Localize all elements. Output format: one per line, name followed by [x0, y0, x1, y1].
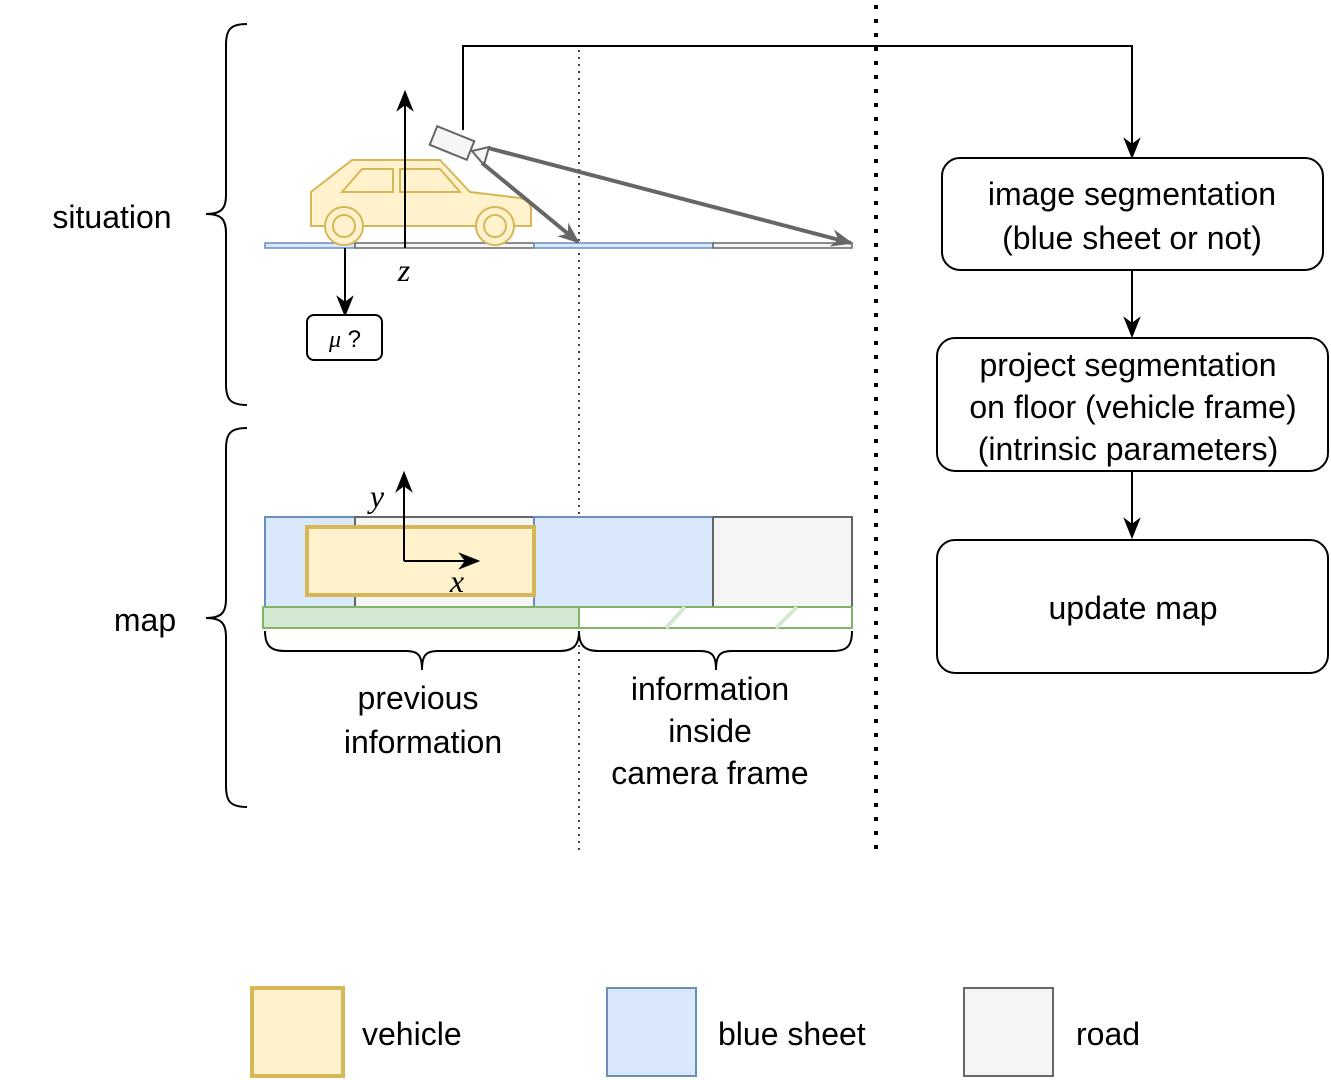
camera-ray-far [487, 146, 854, 247]
friction-label: μ ? [328, 326, 361, 353]
y-axis-label: y [367, 478, 385, 514]
legend-vehicle-swatch [250, 986, 345, 1078]
camera-icon [428, 124, 491, 168]
camera-info-hatch [774, 605, 799, 630]
projection-label-3: (intrinsic parameters) [978, 431, 1279, 467]
previous-info-label-2: information [344, 724, 502, 760]
legend-road-label: road [1076, 1016, 1140, 1052]
camera-info-hatch [664, 605, 687, 630]
camera-ray-near [480, 161, 580, 244]
situation-brace [205, 23, 248, 406]
legend-road-swatch [963, 987, 1054, 1077]
car-icon [310, 159, 532, 246]
previous-info-strip [262, 606, 580, 629]
legend-blue-sheet-label: blue sheet [718, 1016, 866, 1052]
segmentation-label-1: image segmentation [988, 176, 1276, 212]
camera-info-label-2: inside [668, 713, 752, 749]
ground-strip [264, 242, 853, 249]
segmentation-label-2: (blue sheet or not) [1002, 220, 1262, 256]
legend: vehicle blue sheet road [250, 986, 1140, 1078]
situation-label: situation [52, 199, 171, 235]
update-map-label: update map [1048, 590, 1217, 626]
update-map-box [936, 539, 1329, 674]
previous-info-brace [264, 630, 580, 671]
camera-info-label-1: information [631, 671, 789, 707]
camera-info-strip [578, 606, 853, 629]
projection-label-1: project segmentation [979, 347, 1276, 383]
friction-box [306, 314, 383, 361]
legend-vehicle-label: vehicle [362, 1016, 462, 1052]
z-axis-label: z [397, 252, 411, 288]
projection-label-2: on floor (vehicle frame) [969, 389, 1296, 425]
previous-info-label-1: previous [358, 680, 479, 716]
camera-info-label-3: camera frame [611, 755, 808, 791]
legend-blue-sheet-swatch [606, 987, 697, 1077]
camera-to-segmentation-connector [462, 45, 1141, 160]
map-brace [205, 427, 248, 808]
map-label: map [114, 602, 176, 638]
x-axis-label: x [449, 563, 464, 599]
camera-info-brace [578, 630, 853, 671]
